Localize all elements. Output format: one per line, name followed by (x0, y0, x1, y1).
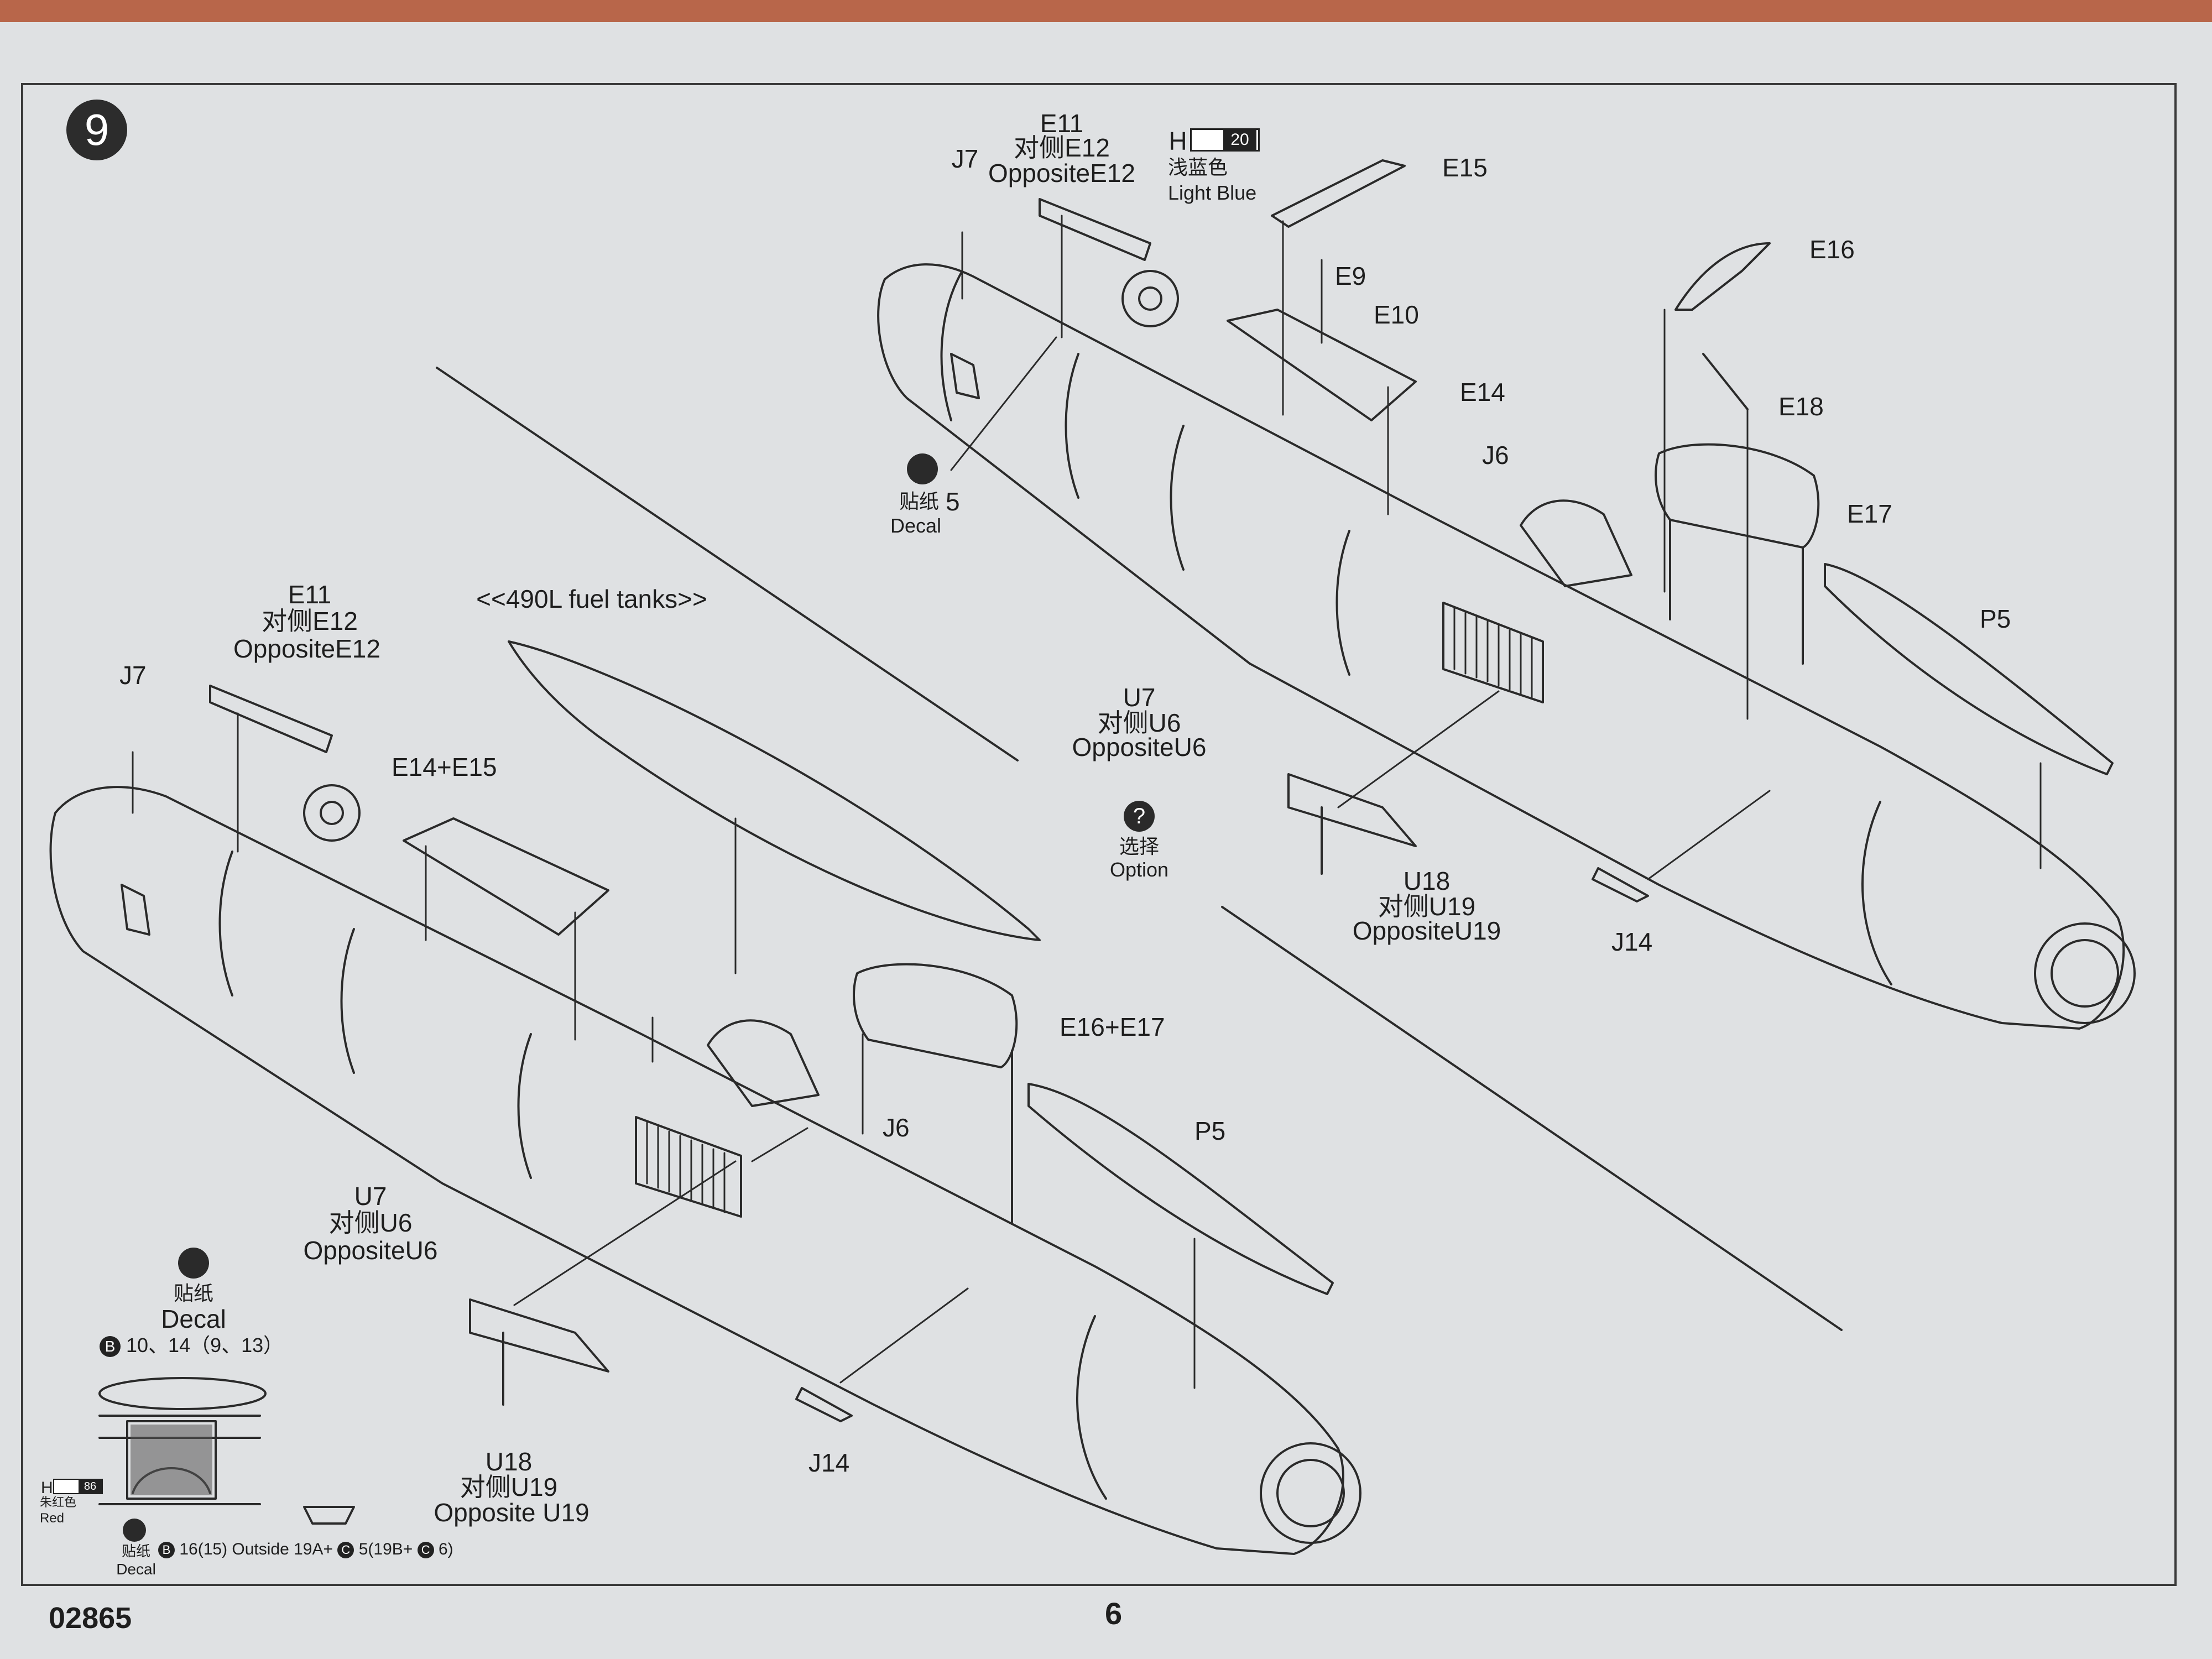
label-e11-cn-bottom: 对侧E12 (262, 607, 358, 635)
bottom-fuselage-drawing (49, 640, 1361, 1555)
decal2-cn: 贴纸 (121, 1543, 150, 1559)
label-e14: E14 (1460, 378, 1505, 406)
option-icon: ? (1124, 801, 1155, 832)
label-e15: E15 (1442, 153, 1488, 182)
label-j7-top: J7 (951, 144, 979, 173)
label-j6-bottom: J6 (883, 1113, 910, 1142)
label-e18: E18 (1778, 392, 1824, 421)
label-u7-en-top: OppositeU6 (1072, 733, 1207, 761)
label-e16: E16 (1809, 235, 1855, 264)
label-u18-cn-bottom: 对侧U19 (460, 1473, 558, 1501)
decal-b-numbers: 10、14（9、13） (126, 1334, 284, 1357)
c-sheet-badge: C (337, 1542, 354, 1559)
label-u18-en-bottom: Opposite U19 (434, 1498, 589, 1527)
decal-en-top: Decal (890, 514, 942, 537)
b-sheet-badge: B (100, 1336, 121, 1358)
label-u18-en-top: OppositeU19 (1352, 916, 1501, 945)
paint-name-en-detail: Red (40, 1511, 65, 1526)
catalog-number: 02865 (49, 1601, 132, 1635)
decal2-en: Decal (116, 1561, 156, 1578)
decal-icon-detail (178, 1248, 209, 1279)
paint-number-detail: 86 (79, 1480, 102, 1493)
decal-detail-brick-fill (131, 1425, 212, 1495)
decal-number-top: 5 (946, 487, 960, 516)
label-u7-top: U7 (1123, 683, 1156, 712)
page-number: 6 (1105, 1596, 1123, 1631)
label-e14-e15: E14+E15 (392, 753, 497, 781)
label-e11-bottom: E11 (288, 580, 332, 609)
step-frame (21, 83, 2177, 1586)
label-p5-top: P5 (1980, 604, 2011, 633)
decal-line-a: 16(15) Outside 19A+ (179, 1540, 333, 1558)
label-e10: E10 (1374, 300, 1419, 329)
paint-name-cn-top: 浅蓝色 (1168, 156, 1228, 179)
b2-sheet-badge: B (158, 1542, 175, 1559)
label-e11-en-bottom: OppositeE12 (233, 634, 380, 663)
paint-code-detail: H (41, 1479, 53, 1497)
label-j14-bottom: J14 (808, 1448, 850, 1477)
decal-cn-top: 贴纸 (899, 490, 940, 513)
c2-sheet-badge: C (417, 1542, 434, 1559)
label-e11-en-top: OppositeE12 (988, 159, 1135, 187)
decal-detail-en: Decal (161, 1305, 226, 1333)
decal-placement-line: B 16(15) Outside 19A+ C 5(19B+ C 6) (158, 1538, 453, 1561)
label-j7-bottom: J7 (119, 661, 147, 690)
decal-icon-top (907, 453, 938, 484)
label-fuel-tanks: <<490L fuel tanks>> (476, 585, 707, 613)
divider-line (1221, 906, 1843, 1331)
label-u18-bottom: U18 (485, 1447, 533, 1476)
divider-line (436, 367, 1019, 761)
decal-icon-detail-2 (123, 1519, 146, 1542)
label-u18-top: U18 (1403, 867, 1451, 895)
paint-name-en-top: Light Blue (1168, 181, 1257, 204)
label-e11-cn-top: 对侧E12 (1014, 133, 1110, 162)
decal-detail-numbers: B 10、14（9、13） (100, 1334, 284, 1358)
label-u18-cn-top: 对侧U19 (1378, 892, 1476, 921)
decal-line-b: 5(19B+ (358, 1540, 413, 1558)
paint-code-top: H (1168, 127, 1187, 155)
step-number-badge: 9 (66, 100, 127, 160)
paper-sheet (0, 22, 2212, 1659)
option-en: Option (1109, 858, 1169, 881)
label-p5-bottom: P5 (1194, 1117, 1226, 1145)
paint-name-cn-detail: 朱红色 (40, 1495, 77, 1509)
label-e9: E9 (1335, 262, 1366, 290)
label-u7-bottom: U7 (354, 1182, 387, 1211)
label-e17: E17 (1847, 499, 1892, 528)
top-fuselage-drawing (877, 159, 2136, 1030)
option-cn: 选择 (1119, 835, 1159, 858)
decal-line-c: 6) (438, 1540, 453, 1558)
label-j14-top: J14 (1611, 927, 1653, 956)
label-e16-e17: E16+E17 (1060, 1013, 1165, 1041)
decal-detail-cn: 贴纸 (173, 1282, 213, 1305)
label-e11-top: E11 (1040, 109, 1084, 138)
label-u7-cn-bottom: 对侧U6 (328, 1208, 413, 1237)
label-u7-en-bottom: OppositeU6 (303, 1236, 438, 1265)
paint-number-top: 20 (1223, 130, 1256, 150)
label-j6-top: J6 (1482, 441, 1509, 469)
label-u7-cn-top: 对侧U6 (1097, 708, 1181, 737)
